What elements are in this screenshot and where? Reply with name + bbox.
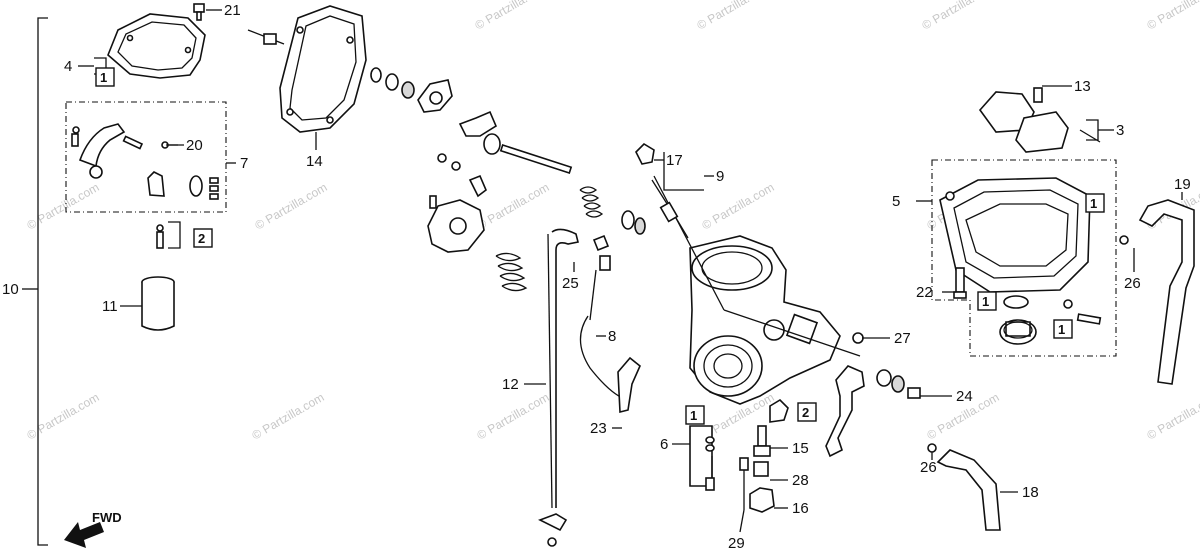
callout: 27 [894, 330, 911, 347]
watermark: © Partzilla.com [473, 0, 550, 33]
callout: 9 [716, 168, 724, 185]
callout: 8 [608, 328, 616, 345]
watermark: © Partzilla.com [700, 180, 777, 233]
callout: 21 [224, 2, 241, 19]
part-tube-19 [1119, 199, 1195, 385]
part-tube-18 [927, 443, 1001, 531]
part-screw-22 [953, 267, 967, 299]
part-throttle-linkage [370, 67, 573, 198]
callout: 28 [792, 472, 809, 489]
callout: 4 [64, 58, 72, 75]
watermark: © Partzilla.com [25, 180, 102, 233]
callout: 5 [892, 193, 900, 210]
callout: 16 [792, 500, 809, 517]
box-label: 2 [198, 231, 205, 246]
callout: 23 [590, 420, 607, 437]
box-label: 1 [1058, 322, 1065, 337]
callout: 26 [1124, 275, 1141, 292]
box-label: 1 [982, 294, 989, 309]
watermark: © Partzilla.com [25, 390, 102, 443]
callout: 6 [660, 436, 668, 453]
fwd-arrow: FWD [64, 510, 122, 548]
callout: 22 [916, 284, 933, 301]
part-cable-12 [538, 228, 579, 547]
part-number-boxes: 1 2 1 2 1 1 1 [95, 67, 1105, 425]
watermark: © Partzilla.com [253, 180, 330, 233]
callout: 29 [728, 535, 745, 552]
callout: 24 [956, 388, 973, 405]
part-float-assembly [978, 87, 1101, 153]
fwd-arrow-icon [64, 522, 104, 548]
part-choke-lever [427, 195, 485, 253]
callout: 26 [920, 459, 937, 476]
box-label: 1 [100, 70, 107, 85]
watermark: © Partzilla.com [695, 0, 772, 33]
callout: 14 [306, 153, 323, 170]
watermark: © Partzilla.com [1145, 390, 1200, 443]
callout: 17 [666, 152, 683, 169]
callout: 10 [2, 281, 19, 298]
box-label: 1 [1090, 196, 1097, 211]
watermark: © Partzilla.com [1145, 0, 1200, 33]
watermark: © Partzilla.com [475, 390, 552, 443]
callout: 20 [186, 137, 203, 154]
part-cover-14 [247, 5, 367, 133]
callout: 25 [562, 275, 579, 292]
box-label: 2 [802, 405, 809, 420]
part-lever [825, 332, 921, 458]
callout: 11 [102, 298, 118, 315]
callout: 18 [1022, 484, 1039, 501]
callout: 15 [792, 440, 809, 457]
assembly-bracket-10 [22, 17, 48, 546]
part-carburetor-body [653, 175, 861, 405]
part-jets [689, 398, 789, 513]
fwd-label: FWD [92, 510, 122, 525]
callout: 12 [502, 376, 519, 393]
callout: 7 [240, 155, 248, 172]
part-filter-11 [141, 276, 175, 331]
watermark: © Partzilla.com [475, 180, 552, 233]
box-label: 1 [690, 408, 697, 423]
subassembly-7 [65, 101, 236, 213]
subassembly-5 [916, 159, 1117, 357]
part-screw-21 [193, 3, 205, 21]
callout: 19 [1174, 176, 1191, 193]
callout: 3 [1116, 122, 1124, 139]
callout: 13 [1074, 78, 1091, 95]
watermark: © Partzilla.com [920, 0, 997, 33]
leader-lines [78, 9, 1183, 533]
part-2-left [156, 221, 181, 249]
part-cable-8 [579, 234, 641, 414]
watermark: © Partzilla.com [250, 390, 327, 443]
part-jet-needle-9 [635, 142, 689, 239]
part-springs [495, 186, 646, 292]
part-gasket-top [107, 13, 206, 79]
